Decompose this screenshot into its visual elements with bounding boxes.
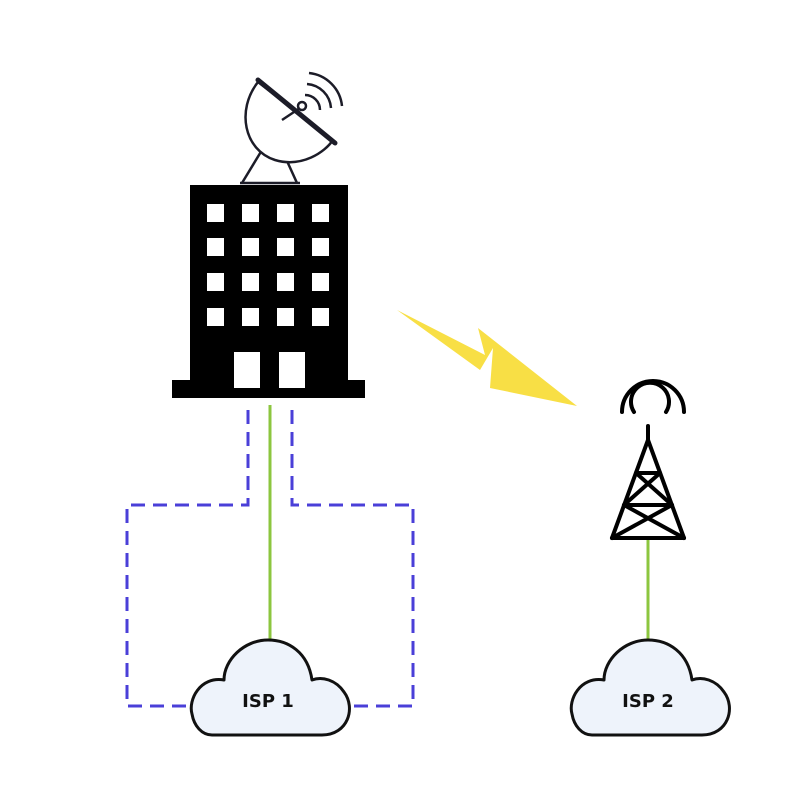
building-window — [277, 273, 294, 291]
building-window — [242, 273, 259, 291]
redundant-link-right — [290, 410, 415, 708]
isp1-label: ISP 1 — [242, 691, 294, 712]
building-window — [207, 204, 224, 222]
building-window — [312, 204, 329, 222]
building-window — [242, 204, 259, 222]
building-window — [277, 204, 294, 222]
building-window — [277, 308, 294, 326]
building-window — [207, 273, 224, 291]
cloud-icon — [189, 638, 351, 737]
building-window — [312, 238, 329, 256]
building-window — [312, 308, 329, 326]
building-window — [207, 308, 224, 326]
isp1-cloud: ISP 1 — [189, 638, 351, 737]
cloud-icon — [569, 638, 731, 737]
isp2-cloud: ISP 2 — [569, 638, 731, 737]
lightning-bolt-icon — [397, 310, 577, 406]
building-window — [207, 238, 224, 256]
isp2-label: ISP 2 — [622, 691, 674, 712]
office-building-icon — [172, 185, 365, 398]
building-window — [242, 308, 259, 326]
satellite-dish-icon — [240, 71, 344, 185]
building-window — [277, 238, 294, 256]
radio-tower-icon — [610, 379, 686, 540]
building-window — [312, 273, 329, 291]
building-window — [242, 238, 259, 256]
